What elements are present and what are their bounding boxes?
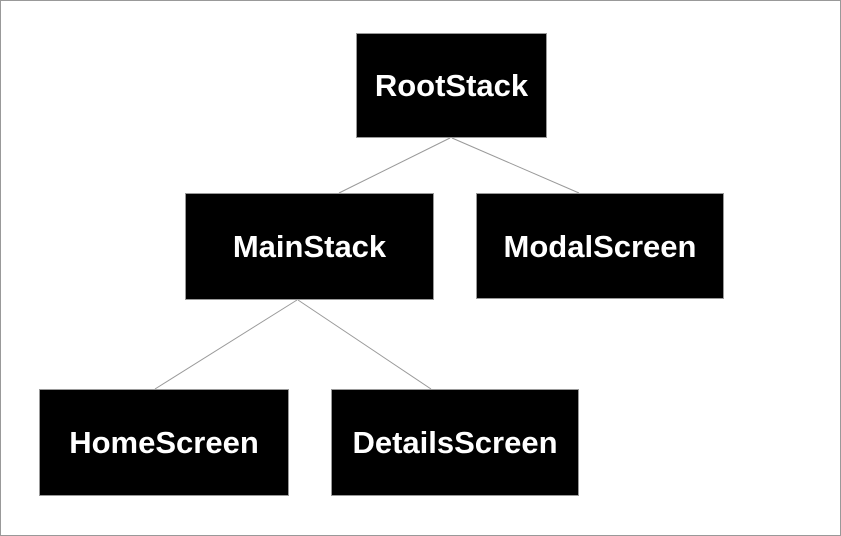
node-rootstack: RootStack bbox=[356, 33, 547, 138]
node-label: HomeScreen bbox=[69, 425, 259, 460]
node-label: ModalScreen bbox=[503, 228, 697, 264]
node-label: RootStack bbox=[374, 68, 529, 103]
edge-mainstack-homescreen bbox=[154, 299, 298, 390]
node-label: DetailsScreen bbox=[352, 425, 558, 460]
node-label: MainStack bbox=[232, 229, 387, 264]
edge-rootstack-modalscreen bbox=[451, 137, 580, 194]
edge-rootstack-mainstack bbox=[338, 137, 451, 194]
node-homescreen: HomeScreen bbox=[39, 389, 289, 496]
node-detailsscreen: DetailsScreen bbox=[331, 389, 579, 496]
node-mainstack: MainStack bbox=[185, 193, 434, 300]
node-modalscreen: ModalScreen bbox=[476, 193, 724, 299]
edge-mainstack-detailsscreen bbox=[297, 299, 432, 390]
